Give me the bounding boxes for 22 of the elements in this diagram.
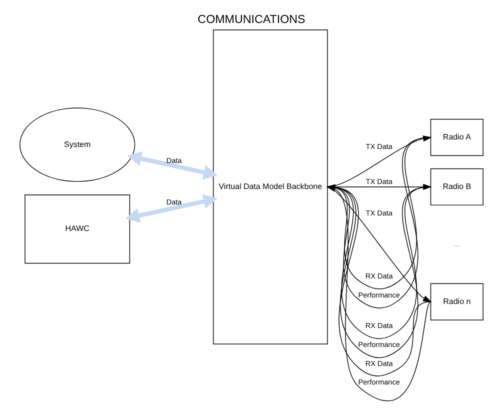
edge-label: Data [166, 197, 182, 206]
edge-label: Performance [358, 290, 400, 300]
node-box: Radio A [430, 118, 484, 156]
node-box: Radio n [430, 283, 484, 320]
edge-label: RX Data [365, 272, 393, 281]
arrow [327, 186, 432, 302]
edge-label: TX Data [366, 142, 392, 152]
diagram-title: COMMUNICATIONS [198, 13, 306, 26]
node-box: Virtual Data Model Backbone [212, 29, 328, 344]
edge-label: RX Data [365, 358, 393, 368]
node-box: HAWC [24, 194, 130, 264]
arrow [127, 151, 218, 180]
node-ellipse: System [20, 108, 136, 182]
edge-label: Data [166, 156, 182, 165]
arrow [125, 194, 218, 223]
label: ... [454, 239, 460, 248]
edge-label: RX Data [365, 320, 393, 330]
edge-label: Performance [358, 378, 400, 387]
node-box: Radio B [430, 168, 484, 206]
edge-label: TX Data [366, 208, 392, 218]
edge-label: Performance [358, 340, 400, 349]
edge-label: TX Data [366, 176, 392, 186]
